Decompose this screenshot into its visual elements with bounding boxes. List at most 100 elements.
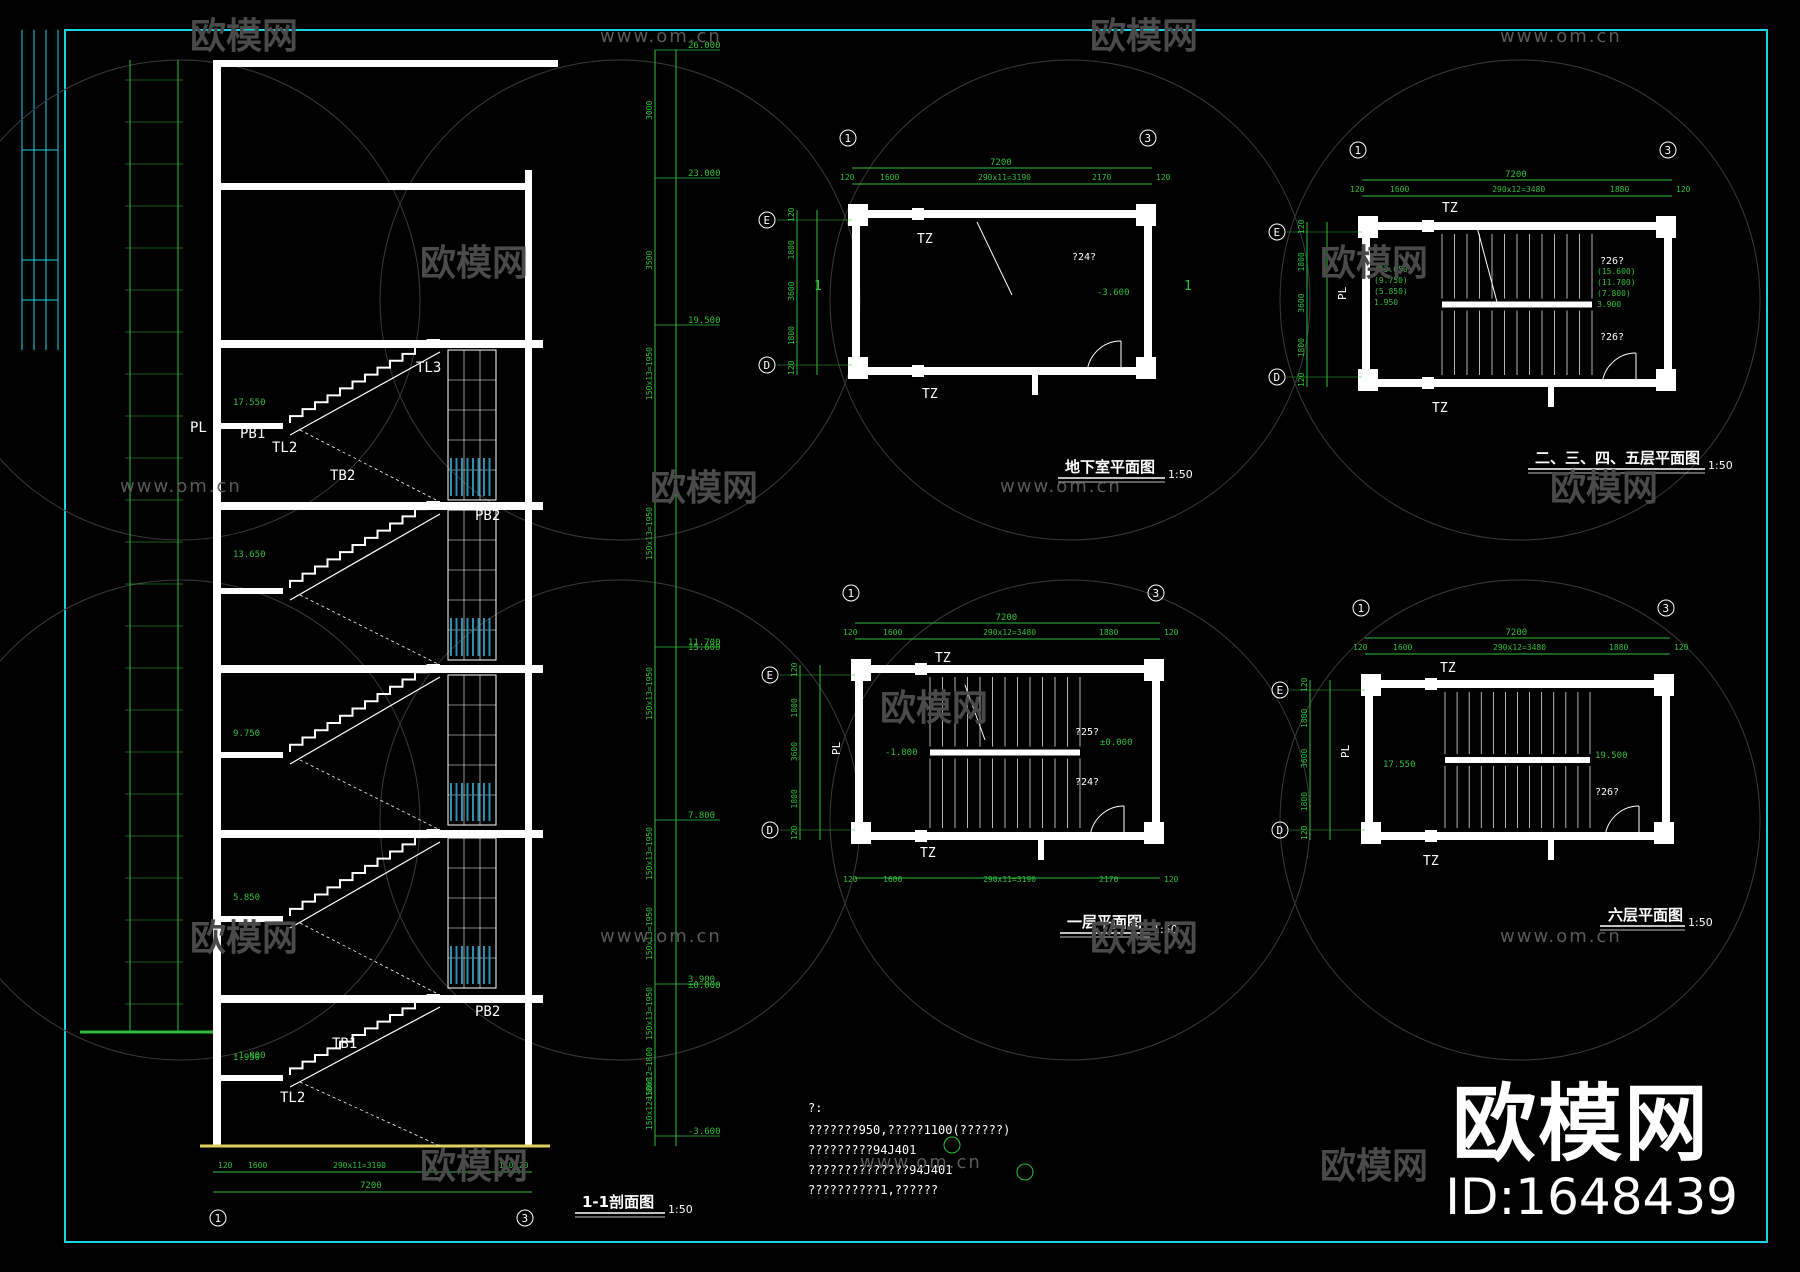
plan-top-dim: 2170: [1092, 173, 1111, 182]
plan-label: PL: [1336, 286, 1349, 300]
plan-top-dim: 290x12=3480: [983, 628, 1036, 637]
wm-brand-9: 欧模网: [1090, 918, 1198, 959]
plan-buttress: [1038, 840, 1044, 860]
section-floor-mark: -1.800: [233, 1051, 266, 1061]
plan-right-wall: [1662, 680, 1670, 840]
plan-column: [1361, 822, 1381, 844]
plan-stair-cut-line: [1476, 226, 1498, 303]
plan-column: [1358, 216, 1378, 238]
plan-side-dim: 1800: [790, 789, 799, 808]
plan-axis-1-bubble: [839, 129, 857, 147]
wm-site-4: www.om.cn: [1000, 476, 1122, 497]
section-bottom-dim: 2170: [494, 1161, 513, 1170]
plan-column-tz: [915, 663, 927, 675]
plan-top-dim: 120: [1350, 185, 1365, 194]
plan-total-width: 7200: [996, 613, 1018, 623]
plan-column: [1136, 204, 1156, 226]
section-window: [447, 349, 497, 501]
plan-level-mark: 3.900: [1597, 300, 1621, 309]
plan-column-tz: [1425, 830, 1437, 842]
section-right-dim: 150x13=1950: [645, 507, 654, 560]
plan-top-dim: 1880: [1099, 628, 1118, 637]
plan-label: -1.800: [885, 748, 918, 758]
plan-axis-e-label: E: [1274, 226, 1281, 239]
plan-side-dim: 120: [1300, 825, 1309, 840]
section-window: [447, 837, 497, 989]
plan-axis-3-label: 3: [1153, 587, 1160, 600]
plan-column-tz: [912, 365, 924, 377]
ground-scale: 1:50: [1153, 923, 1178, 936]
stair-soffit: [289, 841, 441, 929]
plan-axis-e-label: E: [1277, 684, 1284, 697]
stair-flight: [289, 339, 440, 423]
plan-axis-e-label: E: [764, 214, 771, 227]
plan-side-dim: 1800: [1297, 252, 1306, 271]
stair-hidden-flight: [299, 1081, 441, 1147]
plan-axis-1-label: 1: [845, 132, 852, 145]
plan-label: ?26?: [1595, 787, 1619, 798]
plan-axis-e-bubble: [1271, 681, 1289, 699]
wm-brand-2: 欧模网: [1090, 16, 1198, 57]
plan-stair-cut-line: [964, 684, 986, 741]
stair-hidden-flight: [299, 594, 441, 666]
section-right-dim: 150x13=1950: [645, 827, 654, 880]
plan-top-dim: 1600: [1390, 185, 1409, 194]
wm-brand-3: 欧模网: [420, 243, 528, 284]
plan-door-swing: [1601, 352, 1637, 388]
section-floor-mark: 5.850: [233, 893, 260, 903]
plan-label: TZ: [935, 651, 951, 666]
plan-total-width: 7200: [1505, 170, 1527, 180]
section-landing: [213, 916, 283, 922]
plan-top-dim: 120: [1353, 643, 1368, 652]
wm-brand-1: 欧模网: [190, 16, 298, 57]
section-axis-left-bubble: [209, 1209, 227, 1227]
wm-site-1: www.om.cn: [600, 26, 722, 47]
plan-top-wall: [855, 665, 1160, 673]
plan-axis-d-bubble: [1271, 821, 1289, 839]
stair-soffit: [289, 351, 441, 436]
plan-label: TZ: [1440, 661, 1456, 676]
section-level-mark: 3.900: [688, 975, 715, 985]
plan-column: [851, 822, 871, 844]
plan-right-wall: [1144, 210, 1152, 375]
plan-top-dim: 120: [1156, 173, 1171, 182]
plan-label: 1: [814, 279, 822, 294]
plan-top-dim: 120: [1164, 628, 1179, 637]
plan-total-width: 7200: [990, 158, 1012, 168]
section-right-dim: 3000: [645, 101, 654, 120]
section-bottom-dim: 120: [514, 1161, 529, 1170]
plan-door-swing: [1604, 805, 1640, 841]
plan-top-dim: 290x12=3480: [1493, 643, 1546, 652]
section-left-wall: [213, 60, 221, 1146]
plan-side-dim: 120: [787, 207, 796, 222]
plan-label: ?24?: [1075, 777, 1099, 788]
plan-column: [1654, 822, 1674, 844]
plan-side-dim: 3600: [790, 742, 799, 761]
wm-brand-11: 欧模网: [1320, 1146, 1428, 1187]
section-right-wall: [525, 170, 532, 1146]
plan-level-mark: (7.800): [1597, 289, 1631, 298]
wm-brand-10: 欧模网: [420, 1146, 528, 1187]
plan-label: 19.500: [1595, 751, 1628, 761]
stair-flight: [289, 994, 440, 1075]
plan-left-wall: [1362, 222, 1370, 387]
plan-axis-d-bubble: [761, 821, 779, 839]
plan-total-width: 7200: [1506, 628, 1528, 638]
wm-brand-6: 欧模网: [1550, 468, 1658, 509]
plan-column: [1654, 674, 1674, 696]
plan-axis-1-label: 1: [1358, 602, 1365, 615]
section-component-label: TL2: [272, 440, 297, 456]
plan-axis-3-label: 3: [1663, 602, 1670, 615]
plan-stair-well-rail: [930, 749, 1080, 756]
section-floor-mark: 1.950: [233, 1053, 260, 1063]
plan-side-dim: 120: [790, 662, 799, 677]
plan-side-dim: 120: [787, 360, 796, 375]
plan-axis-d-label: D: [767, 824, 774, 837]
section-floor-slab: [213, 665, 543, 673]
plan-label: -3.600: [1097, 288, 1130, 298]
plan-top-wall: [1365, 680, 1670, 688]
section-component-label: TL3: [416, 360, 441, 376]
section-floor-slab: [213, 830, 543, 838]
plan-top-dim: 120: [1674, 643, 1689, 652]
